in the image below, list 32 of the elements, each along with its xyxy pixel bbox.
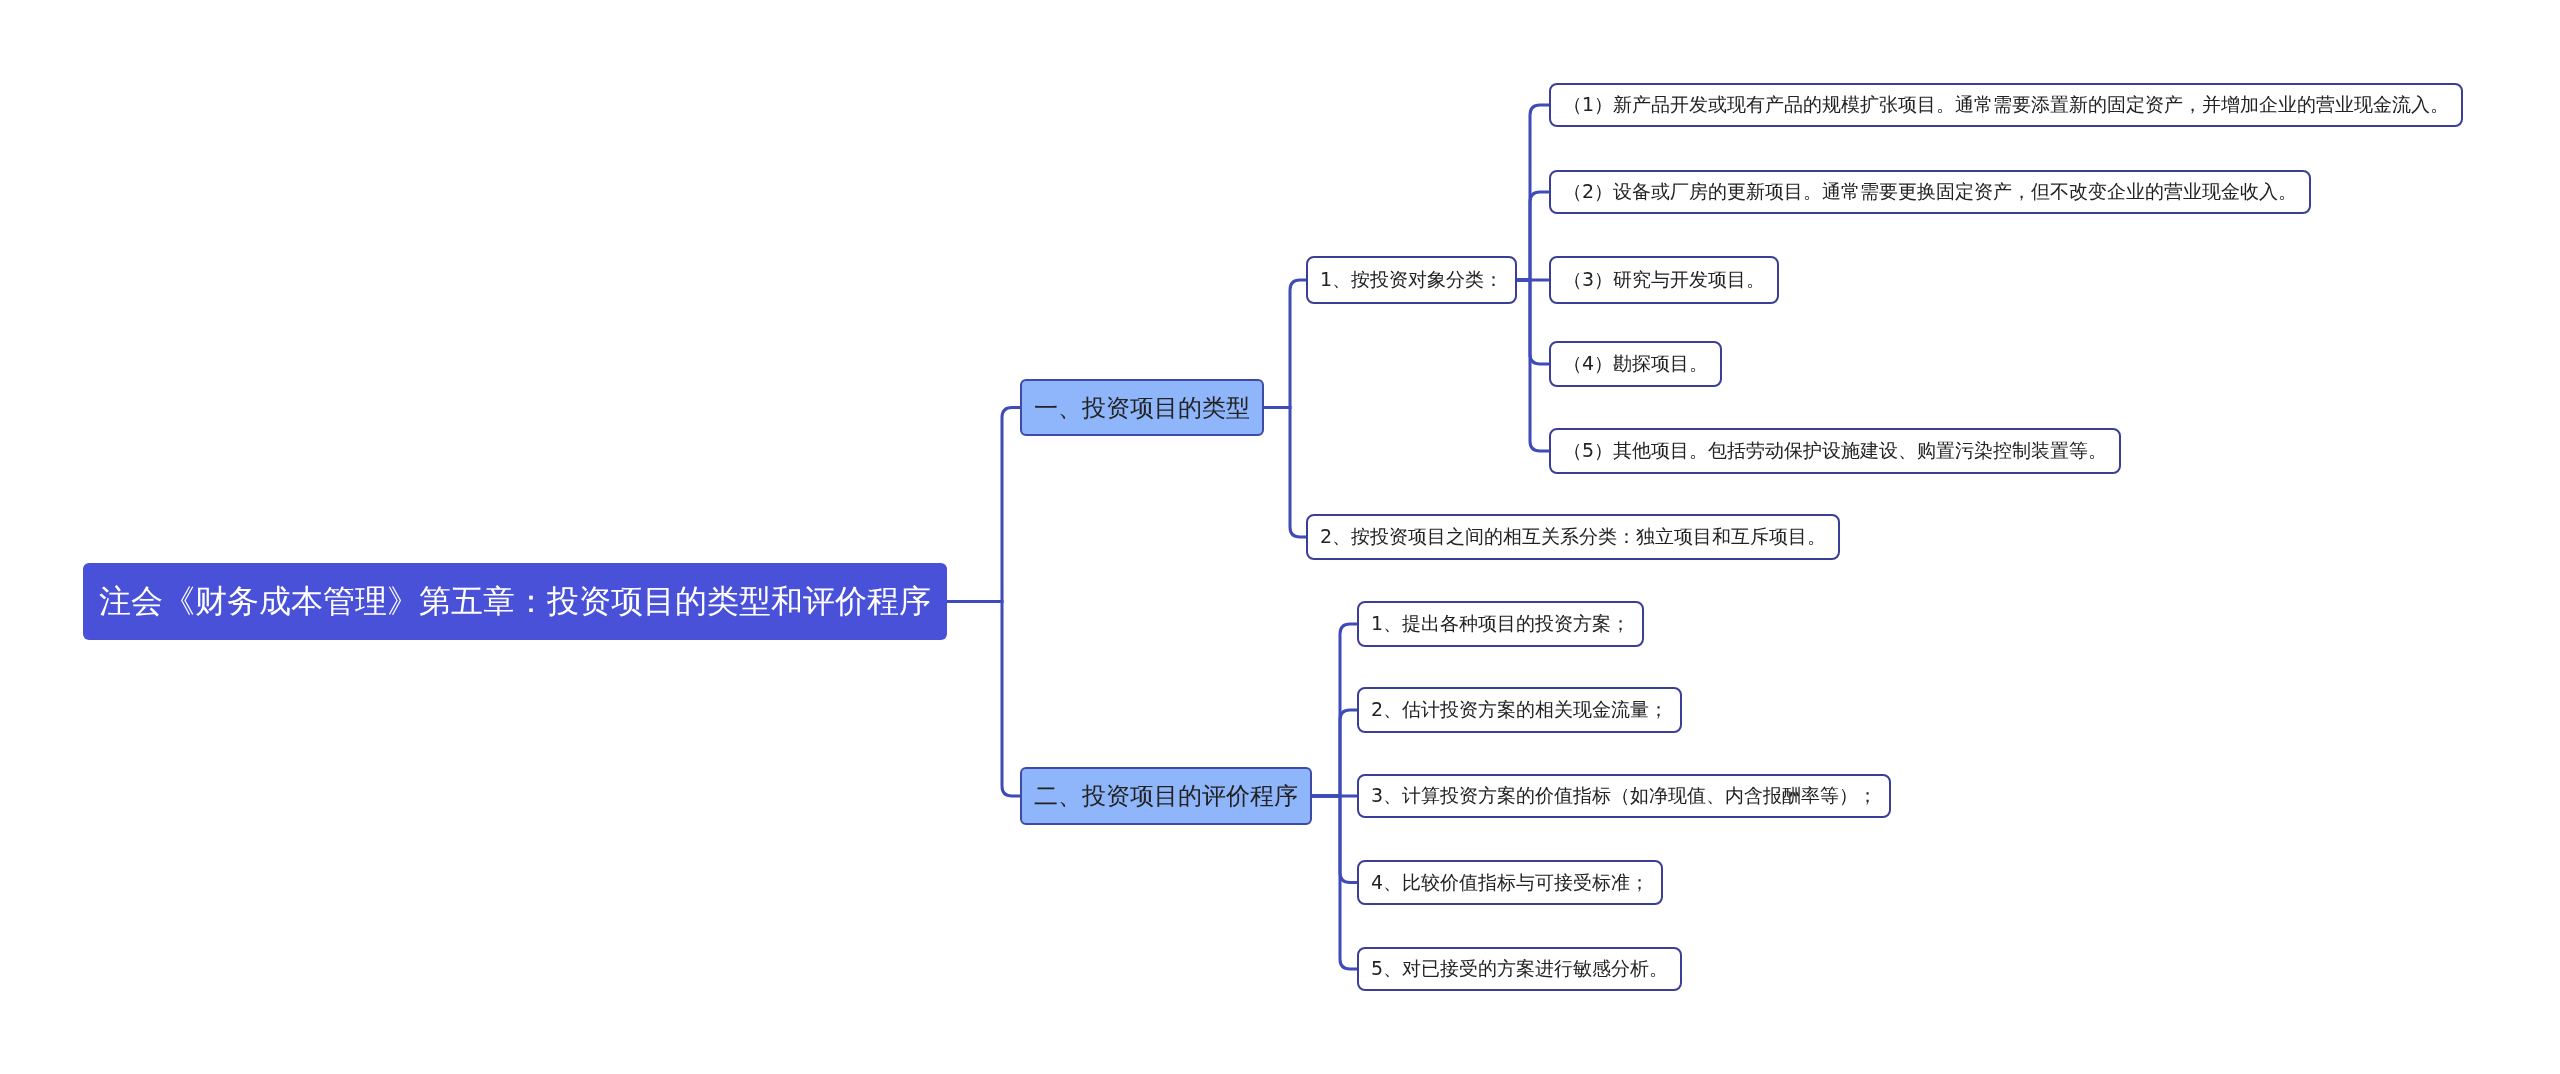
topic-text: 1、提出各种项目的投资方案； (1371, 611, 1631, 636)
topic-text: （5）其他项目。包括劳动保护设施建设、购置污染控制装置等。 (1563, 438, 2108, 463)
topic-text: 3、计算投资方案的价值指标（如净现值、内含报酬率等）； (1371, 783, 1878, 808)
subtopic-box (1357, 860, 1664, 905)
topic-text: 2、按投资项目之间的相互关系分类：独立项目和互斥项目。 (1320, 524, 1827, 549)
topic-text: （2）设备或厂房的更新项目。通常需要更换固定资产，但不改变企业的营业现金收入。 (1563, 179, 2298, 204)
central-topic-box (83, 563, 947, 640)
subtopic-box (1549, 170, 2312, 214)
branch-topic-box (1020, 379, 1264, 436)
connector-line (947, 600, 1020, 798)
subtopic-box (1357, 601, 1645, 647)
branch-topic-box (1020, 767, 1312, 825)
subtopic-box (1357, 687, 1683, 733)
subtopic-box (1549, 341, 1723, 387)
topic-text: （1）新产品开发或现有产品的规模扩张项目。通常需要添置新的固定资产，并增加企业的营业现金流入。 (1563, 92, 2450, 117)
subtopic-box (1306, 256, 1518, 304)
topic-text: 注会《财务成本管理》第五章：投资项目的类型和评价程序 (99, 580, 931, 622)
topic-text: （4）勘探项目。 (1563, 351, 1709, 376)
topic-text: （3）研究与开发项目。 (1563, 267, 1766, 292)
topic-text: 1、按投资对象分类： (1320, 267, 1504, 292)
subtopic-box (1306, 514, 1841, 560)
subtopic-box (1549, 256, 1780, 304)
topic-text: 一、投资项目的类型 (1034, 392, 1250, 424)
topic-text: 2、估计投资方案的相关现金流量； (1371, 697, 1669, 722)
topic-text: 5、对已接受的方案进行敏感分析。 (1371, 956, 1669, 981)
subtopic-box (1549, 83, 2464, 127)
subtopic-box (1357, 774, 1892, 818)
subtopic-box (1357, 947, 1683, 991)
subtopic-box (1549, 428, 2122, 474)
topic-text: 二、投资项目的评价程序 (1034, 781, 1298, 812)
connector-line (1517, 278, 1549, 453)
topic-text: 4、比较价值指标与可接受标准； (1371, 869, 1650, 895)
